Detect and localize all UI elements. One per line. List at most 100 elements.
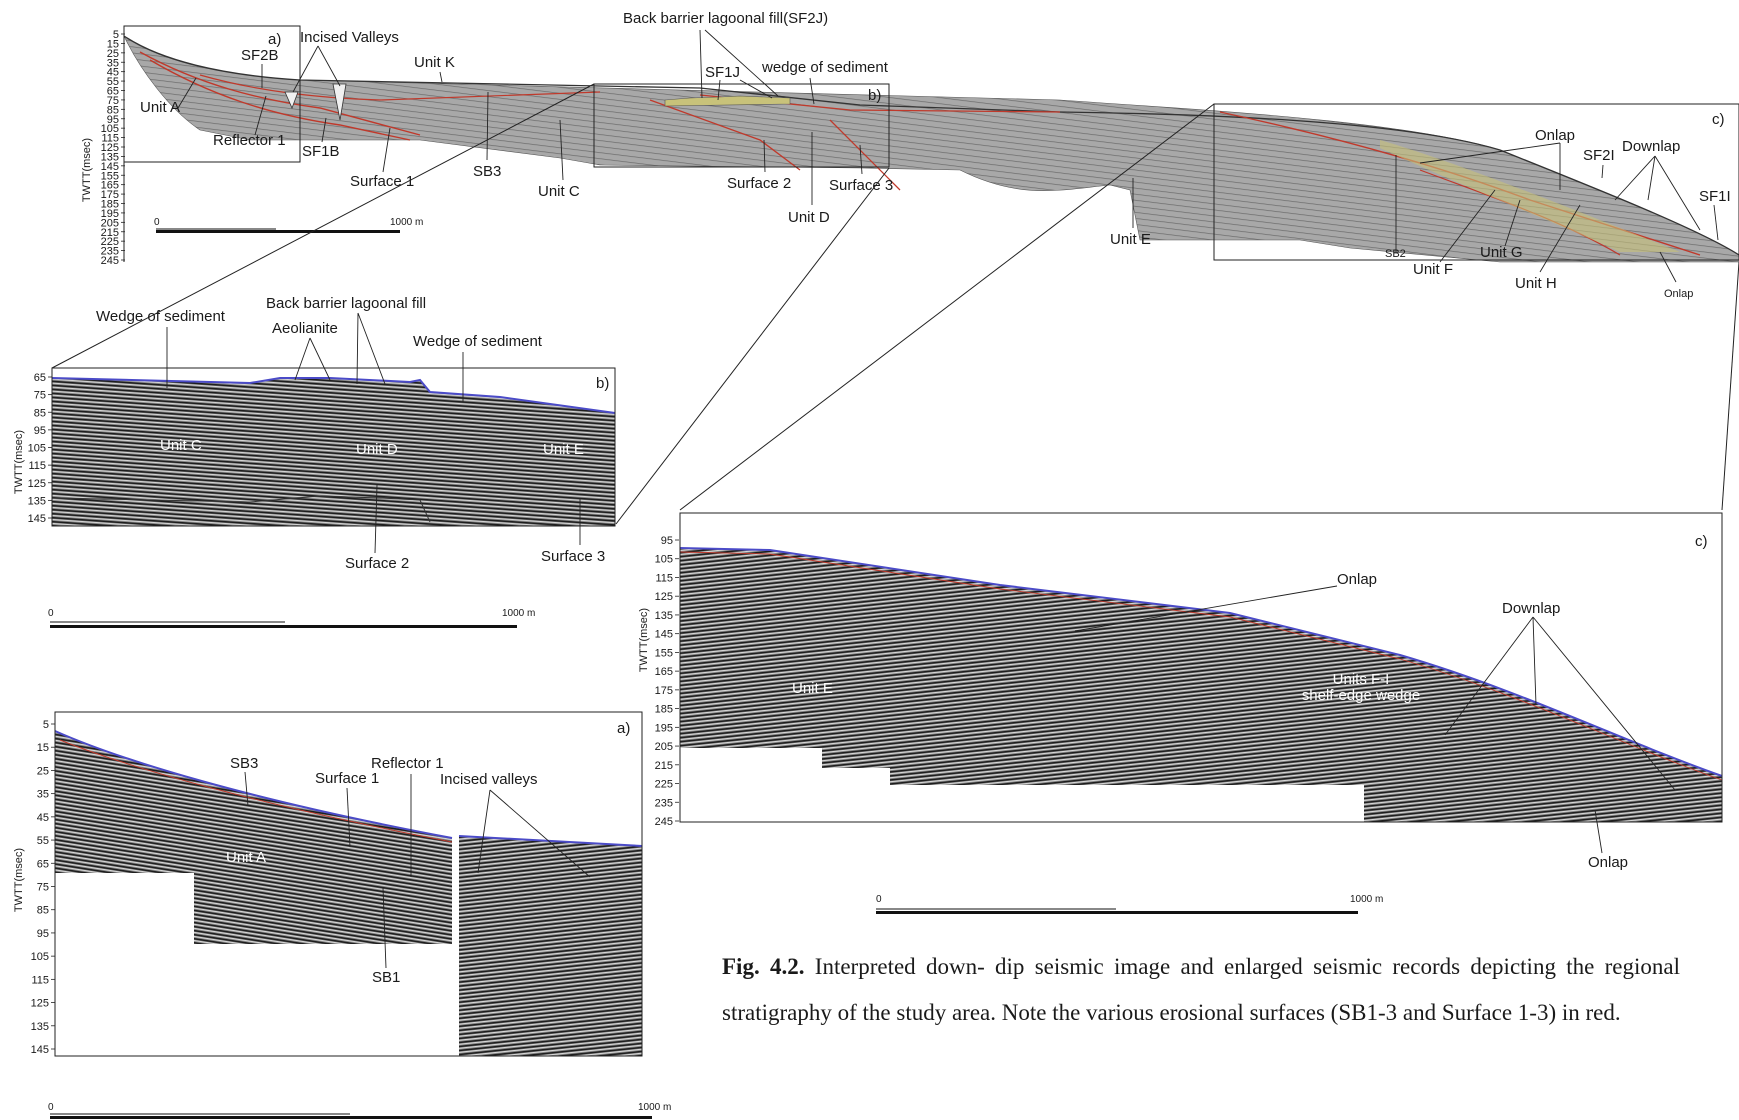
pb-label-back-barrier: Back barrier lagoonal fill <box>266 295 426 312</box>
label-onlap: Onlap <box>1535 127 1575 144</box>
tick-label: 245 <box>655 816 673 828</box>
panel-b-seafloor <box>51 377 616 414</box>
label-sf1b: SF1B <box>302 143 340 160</box>
pc-label-units-fi-2: shelf-edge wedge <box>1302 687 1420 704</box>
panel-c-tick-labels: 9510511512513514515516517518519520521522… <box>655 535 679 828</box>
tick-label: 85 <box>37 905 49 917</box>
tick-label: 205 <box>655 741 673 753</box>
panel-a-marker: a) <box>268 31 281 48</box>
tick-label: 75 <box>34 390 46 402</box>
tick-label: 55 <box>37 835 49 847</box>
panel-c-scale-end: 1000 m <box>1350 894 1383 905</box>
overview-scale-bar-light <box>156 228 276 230</box>
tick-label: 235 <box>655 797 673 809</box>
tick-label: 175 <box>101 189 119 201</box>
label-wedge: wedge of sediment <box>761 59 889 76</box>
label-reflector-1: Reflector 1 <box>213 132 286 149</box>
overview-axis-title: TWTT(msec) <box>81 138 93 202</box>
tick-label: 95 <box>661 535 673 547</box>
tick-label: 15 <box>37 742 49 754</box>
panel-b-scale-end: 1000 m <box>502 608 535 619</box>
panel-a-scale-start: 0 <box>48 1102 54 1113</box>
panel-c-frame <box>679 512 1723 823</box>
tick-label: 155 <box>655 647 673 659</box>
tick-label: 125 <box>28 478 46 490</box>
overview-scale-end: 1000 m <box>390 217 423 228</box>
panel-c-seafloor <box>679 547 1723 777</box>
surface-sb3-line <box>139 51 421 136</box>
surface-2-line <box>649 99 801 171</box>
tick-label: 5 <box>113 29 119 41</box>
panel-c: 9510511512513514515516517518519520521522… <box>638 512 1723 914</box>
panel-c-scale-dark <box>876 911 1358 914</box>
label-unit-c: Unit C <box>538 183 580 200</box>
panel-a-leader-lines <box>244 771 591 969</box>
overview-leader-lines <box>177 29 1719 283</box>
panel-c-marker: c) <box>1712 111 1725 128</box>
overview-box-b <box>593 83 890 168</box>
tick-label: 125 <box>655 591 673 603</box>
wedge-body <box>1380 140 1680 252</box>
seafloor-line <box>123 35 1739 256</box>
pb-label-unit-c: Unit C <box>160 437 202 454</box>
pc-label-onlap-bottom: Onlap <box>1588 854 1628 871</box>
tick-label: 165 <box>655 666 673 678</box>
pc-label-unit-e: Unit E <box>792 680 833 697</box>
tick-label: 25 <box>37 765 49 777</box>
tick-label: 195 <box>101 208 119 220</box>
tick-label: 65 <box>37 858 49 870</box>
label-back-barrier: Back barrier lagoonal fill(SF2J) <box>623 10 828 27</box>
pb-label-surface-3: Surface 3 <box>541 548 605 565</box>
panel-b-seismic <box>52 378 615 526</box>
caption-text: Interpreted down- dip seismic image and … <box>722 954 1680 1025</box>
tick-label: 125 <box>101 142 119 154</box>
tick-label: 205 <box>101 217 119 229</box>
tick-label: 45 <box>107 67 119 79</box>
label-unit-a: Unit A <box>140 99 180 116</box>
label-incised-valleys: Incised Valleys <box>300 29 399 46</box>
panel-c-seismic <box>680 548 1722 822</box>
tick-label: 155 <box>101 170 119 182</box>
panel-a-letter: a) <box>617 720 630 737</box>
panel-b-frame <box>51 367 616 527</box>
panel-c-scale-start: 0 <box>876 894 882 905</box>
caption-label: Fig. 4.2. <box>722 954 805 979</box>
label-unit-d: Unit D <box>788 209 830 226</box>
tick-label: 85 <box>34 407 46 419</box>
tick-label: 145 <box>31 1044 49 1056</box>
tick-label: 235 <box>101 246 119 258</box>
tick-label: 195 <box>655 722 673 734</box>
pb-label-wedge-right: Wedge of sediment <box>413 333 543 350</box>
tick-label: 105 <box>101 123 119 135</box>
tick-label: 5 <box>43 719 49 731</box>
tick-label: 135 <box>655 610 673 622</box>
tick-label: 135 <box>101 151 119 163</box>
panel-b-leader-lines <box>166 312 581 554</box>
panel-a-scale-end: 1000 m <box>638 1102 671 1113</box>
tick-label: 185 <box>655 704 673 716</box>
tick-label: 135 <box>28 495 46 507</box>
pa-label-reflector-1: Reflector 1 <box>371 755 444 772</box>
tick-label: 95 <box>107 114 119 126</box>
label-sf2b: SF2B <box>241 47 279 64</box>
panel-a-scale-light <box>50 1113 350 1115</box>
tick-label: 145 <box>655 629 673 641</box>
tick-label: 115 <box>655 572 673 584</box>
zoom-connector-lines <box>51 83 1739 525</box>
panel-a-seafloor-left <box>54 730 453 839</box>
surface-1-line <box>149 59 411 141</box>
tick-label: 145 <box>101 161 119 173</box>
tick-label: 175 <box>655 685 673 697</box>
pc-label-onlap: Onlap <box>1337 571 1377 588</box>
panel-b-scale-start: 0 <box>48 608 54 619</box>
panel-c-scale-light <box>876 908 1116 910</box>
pb-label-aeolianite: Aeolianite <box>272 320 338 337</box>
overview-scale-start: 0 <box>154 217 160 228</box>
overview-section: 5152535455565758595105115125135145155165… <box>81 10 1739 300</box>
pb-label-unit-d: Unit D <box>356 441 398 458</box>
tick-label: 45 <box>37 812 49 824</box>
tick-label: 65 <box>107 86 119 98</box>
